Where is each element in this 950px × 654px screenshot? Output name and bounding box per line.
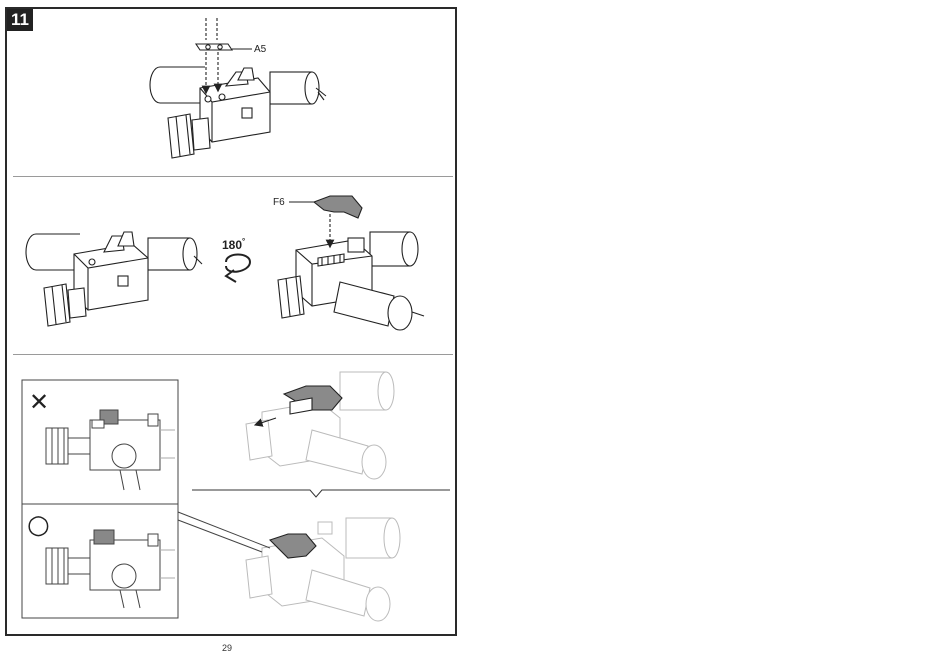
panel-2-assembly-drawing bbox=[26, 196, 424, 330]
callout-pointer-line bbox=[192, 490, 450, 497]
zoom-guide-line-bottom bbox=[178, 520, 262, 552]
correct-mark-icon: ○ bbox=[27, 510, 50, 540]
zoom-guide-line-top bbox=[178, 512, 270, 548]
page-number: 29 bbox=[222, 643, 232, 653]
part-label-a5: A5 bbox=[254, 44, 267, 55]
rotation-angle-label: 180° bbox=[222, 237, 245, 252]
correct-detail-drawing bbox=[246, 518, 400, 621]
part-label-f6: F6 bbox=[273, 197, 285, 208]
wrong-mark-icon: ✕ bbox=[29, 388, 49, 416]
panel-1-assembly-drawing bbox=[150, 18, 326, 158]
